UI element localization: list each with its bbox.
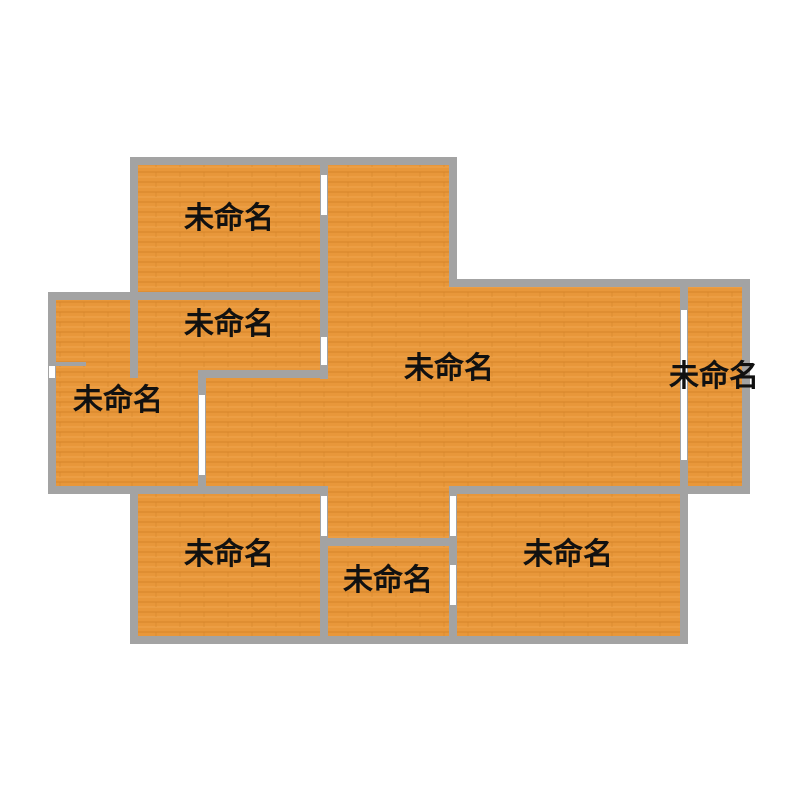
floor-far-left	[56, 300, 198, 486]
floor-top-left	[138, 165, 320, 292]
room-label-bottom-center: 未命名	[343, 563, 433, 598]
door-gap	[321, 496, 327, 536]
room-labels: 未命名 未命名 未命名 未命名 未命名 未命名 未命名 未命名	[73, 201, 759, 598]
room-label-far-left: 未命名	[73, 383, 163, 418]
door-gap	[321, 337, 327, 365]
room-label-main: 未命名	[404, 351, 494, 386]
floor-right	[688, 287, 742, 486]
door-openings	[49, 175, 687, 605]
floors	[56, 165, 742, 636]
door-gap	[681, 310, 687, 460]
room-label-bottom-left: 未命名	[184, 537, 274, 572]
floor-main	[205, 287, 680, 486]
floor-bottom-center	[328, 546, 449, 636]
door-gap	[321, 175, 327, 215]
door-gap	[450, 496, 456, 536]
room-label-right: 未命名	[669, 359, 759, 394]
walls	[48, 157, 750, 644]
floor-bottom-right	[457, 494, 680, 636]
room-label-bottom-right: 未命名	[523, 537, 613, 572]
room-label-top-left: 未命名	[184, 201, 274, 236]
door-gap	[199, 395, 205, 475]
door-gap	[450, 565, 456, 605]
floor-bottom-left	[138, 494, 320, 636]
room-label-middle-left: 未命名	[184, 307, 274, 342]
door-gap	[49, 366, 55, 378]
